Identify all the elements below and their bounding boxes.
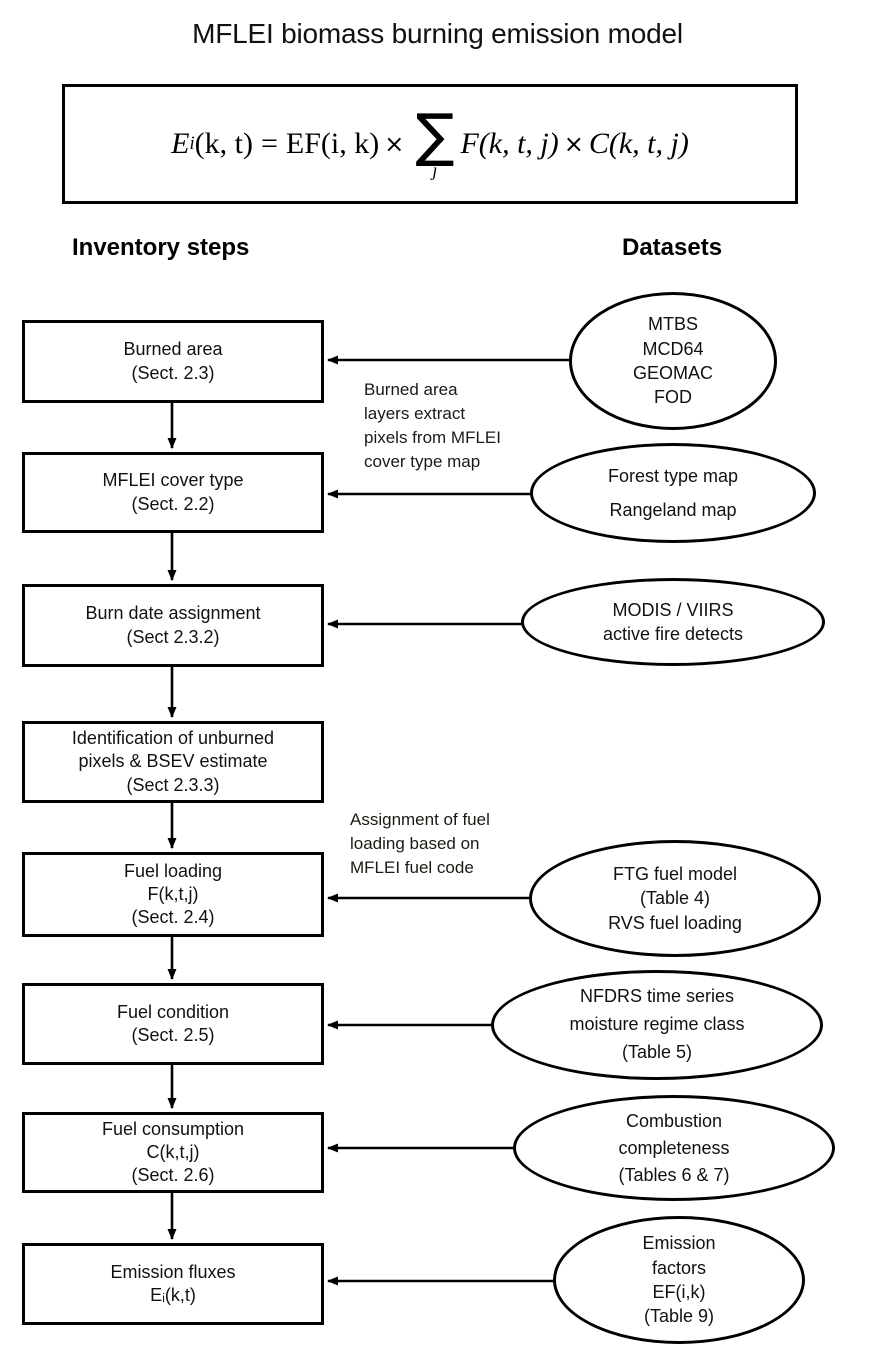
annotation-line: cover type map (364, 452, 481, 472)
annotation-fuel-loading-note: Assignment of fuel loading based on MFLE… (350, 808, 490, 880)
dataset-line: active fire detects (602, 624, 744, 644)
equation-times-2: × (563, 130, 584, 158)
dataset-ellipse-cover-type-maps[interactable]: Forest type map Rangeland map (530, 443, 816, 543)
step-line: Emission fluxes (110, 1261, 236, 1282)
step-line: (Sect. 2.2) (131, 493, 215, 514)
dataset-line: FTG fuel model (612, 863, 738, 884)
step-box-unburned-pixels[interactable]: Identification of unburned pixels & BSEV… (22, 721, 324, 803)
step-box-fuel-loading[interactable]: Fuel loading F(k,t,j) (Sect. 2.4) (22, 852, 324, 937)
equation-sum-index: j (432, 159, 438, 180)
step-line: F(k,t,j) (147, 883, 199, 904)
equation-lhs-args: (k, t) (194, 127, 253, 160)
equation-ef-symbol: EF (285, 127, 321, 160)
column-header-datasets: Datasets (622, 234, 723, 261)
step-line: C(k,t,j) (146, 1141, 200, 1162)
dataset-line: moisture regime class (569, 1014, 745, 1035)
dataset-line: (Table 9) (643, 1306, 715, 1327)
annotation-line: Assignment of fuel (350, 810, 490, 829)
step-line: (Sect. 2.4) (131, 907, 215, 928)
step-line: Fuel consumption (101, 1118, 245, 1139)
step-box-fuel-condition[interactable]: Fuel condition (Sect. 2.5) (22, 983, 324, 1065)
dataset-ellipse-emission-factors[interactable]: Emission factors EF(i,k) (Table 9) (553, 1216, 805, 1344)
dataset-line: EF(i,k) (652, 1282, 706, 1302)
step-line: Fuel condition (116, 1001, 230, 1022)
step-line: Eᵢ(k,t) (150, 1285, 196, 1305)
dataset-line: Emission (642, 1233, 716, 1254)
dataset-line: (Table 4) (639, 888, 711, 909)
dataset-line: NFDRS time series (579, 986, 735, 1007)
equation-lhs-symbol: E (171, 127, 190, 160)
dataset-ellipse-nfdrs[interactable]: NFDRS time series moisture regime class … (491, 970, 823, 1080)
dataset-line: Combustion (625, 1110, 723, 1131)
step-line: pixels & BSEV estimate (78, 751, 268, 772)
equation-f-symbol: F (460, 127, 479, 160)
column-header-inventory-steps: Inventory steps (72, 234, 250, 261)
dataset-line: Forest type map (607, 465, 739, 486)
step-box-fuel-consumption[interactable]: Fuel consumption C(k,t,j) (Sect. 2.6) (22, 1112, 324, 1193)
step-line: (Sect 2.3.2) (126, 626, 220, 647)
step-box-burn-date[interactable]: Burn date assignment (Sect 2.3.2) (22, 584, 324, 667)
equation-f-args: (k, t, j) (478, 127, 559, 160)
dataset-ellipse-burned-area-sources[interactable]: MTBS MCD64 GEOMAC FOD (569, 292, 777, 430)
step-box-emission-fluxes[interactable]: Emission fluxes Eᵢ(k,t) (22, 1243, 324, 1325)
dataset-line: factors (651, 1257, 707, 1278)
equation-c-symbol: C (588, 127, 609, 160)
annotation-line: pixels from MFLEI (364, 428, 501, 448)
equation-ef-args: (i, k) (320, 127, 380, 160)
page-title: MFLEI biomass burning emission model (192, 18, 683, 49)
step-line: (Sect. 2.5) (131, 1025, 215, 1045)
dataset-line: GEOMAC (632, 363, 713, 383)
step-line: Burned area (123, 339, 223, 360)
step-line: MFLEI cover type (102, 470, 244, 491)
annotation-line: MFLEI fuel code (350, 858, 474, 878)
step-line: Identification of unburned (71, 728, 275, 749)
dataset-ellipse-ftg-fuel-model[interactable]: FTG fuel model (Table 4) RVS fuel loadin… (529, 840, 821, 957)
sigma-icon: ∑ (415, 101, 455, 170)
dataset-line: (Tables 6 & 7) (618, 1164, 730, 1185)
annotation-line: layers extract (364, 404, 466, 424)
dataset-ellipse-active-fire[interactable]: MODIS / VIIRS active fire detects (521, 578, 825, 666)
step-line: Fuel loading (123, 860, 223, 881)
annotation-line: Burned area (364, 380, 458, 399)
equation-c-args: (k, t, j) (608, 127, 689, 160)
dataset-line: completeness (618, 1137, 730, 1158)
dataset-line: MODIS / VIIRS (612, 599, 734, 620)
annotation-line: loading based on (350, 834, 480, 854)
step-line: Burn date assignment (85, 603, 261, 624)
equation-times-1: × (384, 130, 405, 158)
dataset-line: RVS fuel loading (608, 912, 742, 933)
step-box-burned-area[interactable]: Burned area (Sect. 2.3) (22, 320, 324, 403)
step-box-cover-type[interactable]: MFLEI cover type (Sect. 2.2) (22, 452, 324, 533)
dataset-line: (Table 5) (621, 1041, 693, 1062)
dataset-line: MCD64 (642, 338, 704, 359)
step-line: (Sect. 2.3) (131, 362, 215, 383)
equation-equals: = (260, 127, 278, 160)
equation-summation: ∑ j (415, 101, 455, 180)
dataset-ellipse-combustion-completeness[interactable]: Combustion completeness (Tables 6 & 7) (513, 1095, 835, 1201)
annotation-burned-area-note: Burned area layers extract pixels from M… (364, 378, 501, 475)
step-line: (Sect. 2.6) (131, 1165, 215, 1186)
dataset-line: MTBS (647, 314, 698, 335)
dataset-line: Rangeland map (609, 500, 737, 520)
equation-lhs-subscript: i (189, 133, 195, 154)
step-line: (Sect 2.3.3) (126, 774, 220, 795)
dataset-line: FOD (654, 387, 692, 408)
